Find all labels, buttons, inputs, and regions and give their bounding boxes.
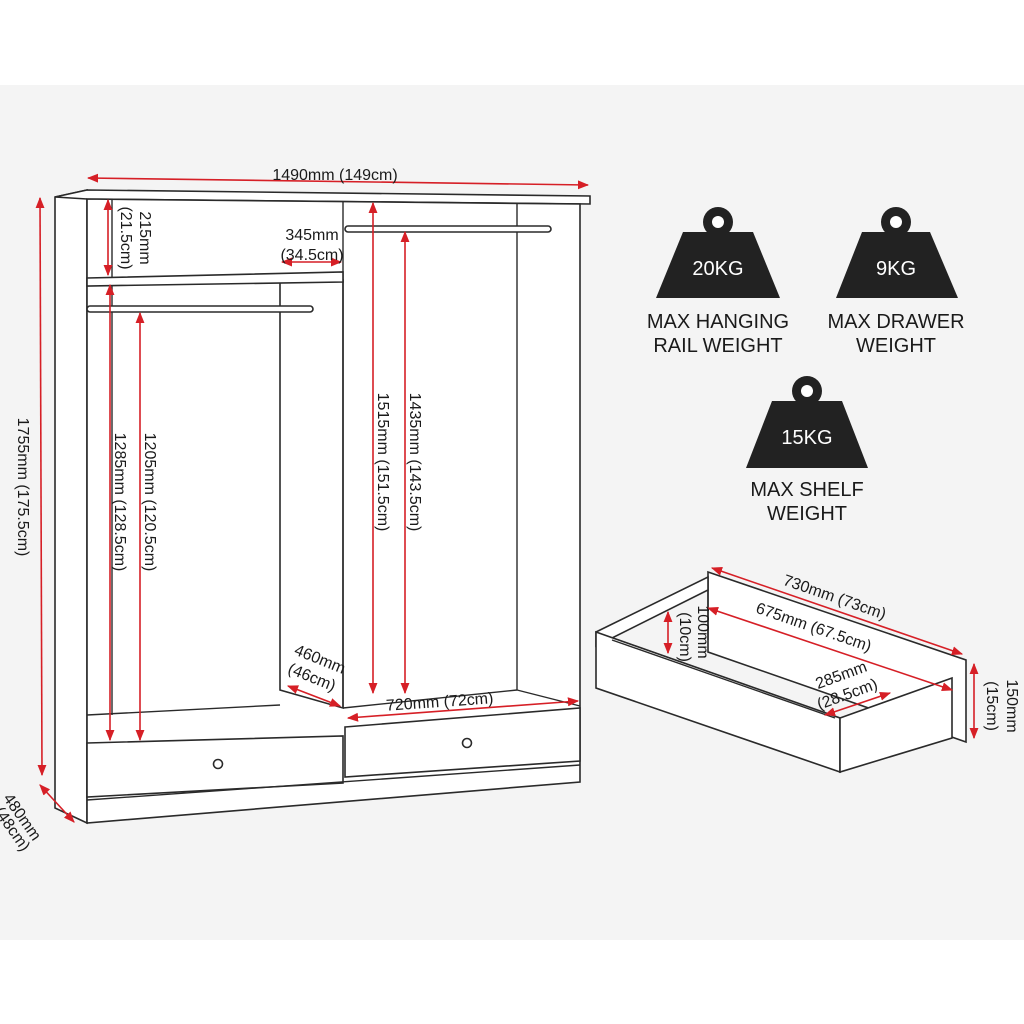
drawer-drawing xyxy=(595,570,967,774)
weight-rail: 20KG MAX HANGING RAIL WEIGHT xyxy=(647,207,789,357)
drawer-outer-height-cm-label: (15cm) xyxy=(983,681,1000,731)
weight-icon xyxy=(746,376,868,468)
center-divider xyxy=(279,279,344,710)
wardrobe-side-panel xyxy=(54,189,88,825)
weight-caption-line2: WEIGHT xyxy=(767,503,847,525)
weight-caption-line1: MAX SHELF xyxy=(750,479,863,501)
shelf-width-mm-label: 345mm xyxy=(285,227,338,244)
weight-icon xyxy=(836,207,958,298)
wardrobe-top xyxy=(54,189,591,205)
weight-caption-line2: WEIGHT xyxy=(856,335,936,357)
right-hanging-rail xyxy=(344,225,552,233)
weight-shelf: 15KG MAX SHELF WEIGHT xyxy=(746,376,868,525)
drawer-right-side xyxy=(839,676,953,774)
weight-icon xyxy=(656,207,780,298)
weight-value: 15KG xyxy=(781,427,832,449)
drawer-inner-height-cm-label: (10cm) xyxy=(676,612,693,662)
weight-drawer: 9KG MAX DRAWER WEIGHT xyxy=(827,207,965,357)
wardrobe-drawing xyxy=(54,189,591,825)
total-height-label: 1755mm (175.5cm) xyxy=(14,418,31,557)
weight-caption-line1: MAX HANGING xyxy=(647,311,789,333)
drawer-dimension-lines xyxy=(663,567,979,740)
shelf-width-cm-label: (34.5cm) xyxy=(280,247,343,264)
left-inner-drop-label: 1205mm (120.5cm) xyxy=(141,433,158,572)
weight-value: 20KG xyxy=(692,258,743,280)
weight-value: 9KG xyxy=(876,258,916,280)
right-rail-drop-label: 1515mm (151.5cm) xyxy=(374,393,391,532)
wardrobe-dimension-lines xyxy=(35,173,590,823)
total-width-label: 1490mm (149cm) xyxy=(272,167,397,184)
drawer-outer-height-mm-label: 150mm xyxy=(1003,679,1020,732)
drawer-inner-height-mm-label: 100mm xyxy=(694,605,711,658)
top-shelf xyxy=(86,271,344,287)
weight-caption-line2: RAIL WEIGHT xyxy=(653,335,782,357)
right-drawer-knob[interactable] xyxy=(461,737,473,749)
left-drawer-knob[interactable] xyxy=(212,758,224,770)
top-shelf-mm-label: 215mm xyxy=(136,211,153,264)
right-inner-drop-label: 1435mm (143.5cm) xyxy=(406,393,423,532)
top-shelf-cm-label: (21.5cm) xyxy=(117,206,134,269)
left-hanging-rail xyxy=(86,305,314,313)
left-rail-drop-label: 1285mm (128.5cm) xyxy=(111,433,128,572)
weight-caption-line1: MAX DRAWER xyxy=(827,311,964,333)
